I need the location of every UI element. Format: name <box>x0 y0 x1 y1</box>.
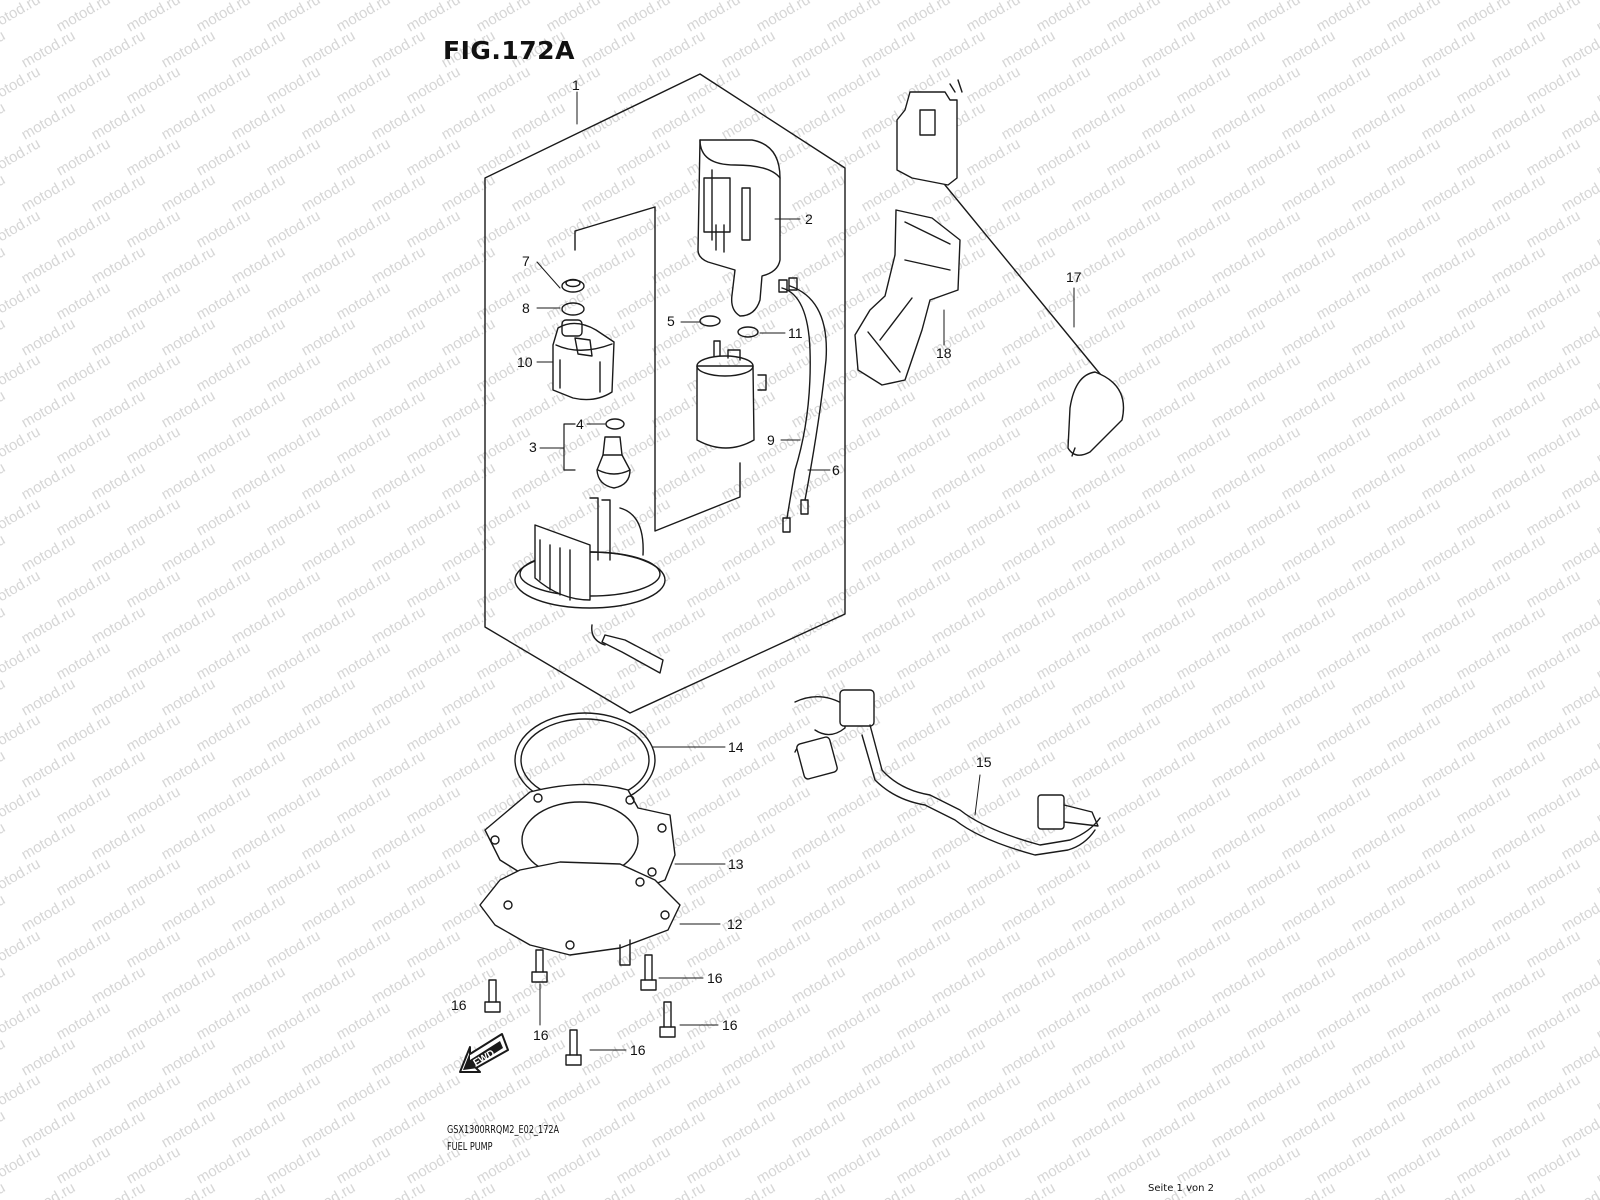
callout-1: 1 <box>572 77 580 93</box>
callout-16-b: 16 <box>533 1027 549 1043</box>
callout-10: 10 <box>517 354 533 370</box>
figure-name: FUEL PUMP <box>447 1140 493 1153</box>
wiring-harness-part-15 <box>794 689 1101 856</box>
callout-15: 15 <box>976 754 992 770</box>
bracket-3 <box>563 423 576 471</box>
callout-4: 4 <box>576 416 584 432</box>
callout-14: 14 <box>728 739 744 755</box>
bolt-part-16-d <box>659 1001 676 1038</box>
callout-6: 6 <box>832 462 840 478</box>
bolt-part-16-c <box>640 954 657 991</box>
ring-part-11 <box>737 326 759 338</box>
callout-12: 12 <box>727 916 743 932</box>
pump-base <box>514 497 666 674</box>
callout-16-a: 16 <box>451 997 467 1013</box>
figure-title: FIG.172A <box>443 36 575 65</box>
o-ring-part-4 <box>605 418 625 430</box>
callout-7: 7 <box>522 253 530 269</box>
cap-part-10 <box>552 319 615 401</box>
watermark-text: motod.ru <box>1594 0 1600 35</box>
assembly-1-outline <box>484 73 846 714</box>
pump-holder-part-2 <box>697 139 781 317</box>
callout-17: 17 <box>1066 269 1082 285</box>
wire-part-6 <box>788 277 828 515</box>
callout-18: 18 <box>936 345 952 361</box>
callout-16-d: 16 <box>722 1017 738 1033</box>
pump-motor <box>696 340 767 449</box>
callout-11: 11 <box>788 325 803 341</box>
bolt-part-16-a <box>484 979 501 1013</box>
callout-16-c: 16 <box>707 970 723 986</box>
callout-5: 5 <box>667 313 675 329</box>
callout-3: 3 <box>529 439 537 455</box>
ring-part-8 <box>561 302 585 316</box>
callout-16-e: 16 <box>630 1042 646 1058</box>
ring-part-5 <box>699 315 721 327</box>
figure-code: GSX1300RRQM2_E02_172A <box>447 1123 560 1136</box>
page-indicator: Seite 1 von 2 <box>1148 1183 1214 1194</box>
callout-2: 2 <box>805 211 813 227</box>
gasket-part-12 <box>479 861 681 966</box>
callout-13: 13 <box>728 856 744 872</box>
callout-8: 8 <box>522 300 530 316</box>
bolt-part-16-e <box>565 1029 582 1066</box>
regulator-part-3 <box>596 436 631 489</box>
bolt-part-16-b <box>531 949 548 983</box>
callout-9: 9 <box>767 432 775 448</box>
